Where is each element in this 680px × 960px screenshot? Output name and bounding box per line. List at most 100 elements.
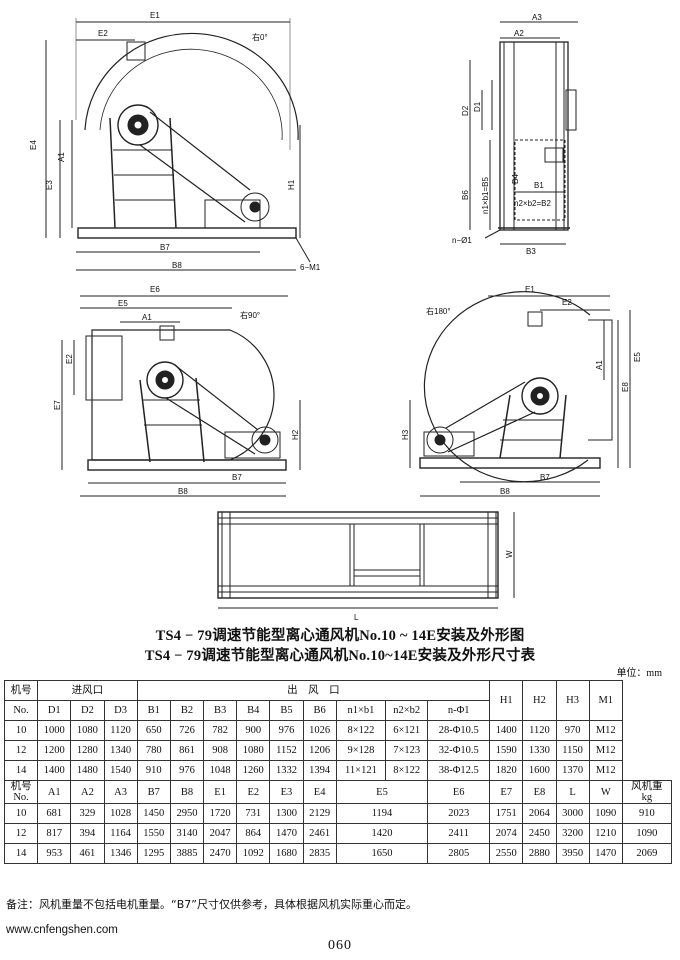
table-cell: 10 xyxy=(3,720,39,741)
label-e3: E3 xyxy=(45,180,54,190)
header-cell: B8 xyxy=(169,780,205,804)
table-cell: 782 xyxy=(203,720,238,741)
label-b7-v1: B7 xyxy=(160,243,170,252)
table-cell: 910 xyxy=(136,760,171,781)
installation-drawings: E1 E2 右0° E4 E3 A1 H1 B7 B8 6−M1 A3 A2 D… xyxy=(29,11,642,620)
label-orient-0: 右0° xyxy=(252,32,268,42)
label-l: L xyxy=(354,613,359,620)
label-e7: E7 xyxy=(53,400,62,410)
header-cell: n2×b2 xyxy=(385,700,429,721)
label-h1: H1 xyxy=(287,179,296,190)
table-cell: 14 xyxy=(3,843,39,864)
header-cell: A2 xyxy=(70,780,105,804)
header-cell: H3 xyxy=(555,680,590,721)
header-cell: 进风口 xyxy=(37,680,138,701)
header-cell: L xyxy=(555,780,590,804)
table-cell: 1295 xyxy=(136,843,171,864)
label-n1b1: n1×b1=B5 xyxy=(481,177,490,214)
table-cell: 1470 xyxy=(588,843,623,864)
label-orient-90: 右90° xyxy=(240,310,260,320)
header-cell: B4 xyxy=(236,700,271,721)
table-cell: 3885 xyxy=(169,843,205,864)
table-cell: 2835 xyxy=(302,843,337,864)
label-a1-v1: A1 xyxy=(57,152,66,162)
header-cell: 风机重 kg xyxy=(621,780,673,804)
dimension-table: 机号 进风口 出 风 口 H1 H2 H3 M1 No. D1 D2 D3 B1… xyxy=(3,680,673,864)
table-cell: 2805 xyxy=(427,843,491,864)
label-e5-v3: E5 xyxy=(118,299,128,308)
table-cell: 1210 xyxy=(588,823,623,844)
header-cell: B5 xyxy=(269,700,304,721)
table-cell: 1820 xyxy=(489,760,524,781)
table-cell: 1600 xyxy=(522,760,557,781)
label-e6: E6 xyxy=(150,285,160,294)
table-cell: 3140 xyxy=(169,823,205,844)
table-cell: 1152 xyxy=(269,740,304,761)
header-cell: E1 xyxy=(203,780,238,804)
header-cell: E6 xyxy=(427,780,491,804)
header-cell: M1 xyxy=(588,680,623,721)
table-cell: 2470 xyxy=(203,843,238,864)
table-cell: 1080 xyxy=(70,720,105,741)
label-b7-v3: B7 xyxy=(232,473,242,482)
table-cell: 394 xyxy=(70,823,105,844)
table-cell: 12 xyxy=(3,740,39,761)
header-kg: kg xyxy=(641,792,653,803)
table-cell: 780 xyxy=(136,740,171,761)
table-cell: 8×122 xyxy=(335,720,387,741)
table-cell: 1400 xyxy=(489,720,524,741)
table-cell: 1206 xyxy=(302,740,337,761)
label-a1-v3: A1 xyxy=(142,313,152,322)
table-cell: 12 xyxy=(3,823,39,844)
table-cell: 1090 xyxy=(588,803,623,824)
table-title: TS4 − 79调速节能型离心通风机No.10~14E安装及外形尺寸表 xyxy=(144,648,536,664)
header-cell: H2 xyxy=(522,680,557,721)
label-e4: E4 xyxy=(29,140,38,150)
table-cell: 38-Φ12.5 xyxy=(427,760,491,781)
table-cell: 2950 xyxy=(169,803,205,824)
table-cell: 1092 xyxy=(236,843,271,864)
table-cell: 2023 xyxy=(427,803,491,824)
label-b7-v4: B7 xyxy=(540,473,550,482)
table-cell: 1751 xyxy=(489,803,524,824)
table-cell: 1150 xyxy=(555,740,590,761)
table-cell: 2064 xyxy=(522,803,557,824)
header-weight: 风机重 xyxy=(631,781,663,792)
table-cell: 1000 xyxy=(37,720,72,741)
unit-label: 单位：mm xyxy=(616,668,662,679)
table-cell: 2450 xyxy=(522,823,557,844)
header-cell: H1 xyxy=(489,680,524,721)
table-cell: 1680 xyxy=(269,843,304,864)
table-cell: 14 xyxy=(3,760,39,781)
header-cell: A3 xyxy=(103,780,138,804)
header-cell: E8 xyxy=(522,780,557,804)
table-cell: 976 xyxy=(169,760,205,781)
table-cell: 1480 xyxy=(70,760,105,781)
table-cell: 3000 xyxy=(555,803,590,824)
table-cell: 1400 xyxy=(37,760,72,781)
label-e1-v4: E1 xyxy=(525,285,535,294)
base-frame xyxy=(217,511,515,609)
table-cell: 2550 xyxy=(489,843,524,864)
header-cell: No. xyxy=(3,700,39,721)
header-cell: B6 xyxy=(302,700,337,721)
table-cell: 1394 xyxy=(302,760,337,781)
label-e5-v4: E5 xyxy=(633,352,642,362)
table-cell: 1420 xyxy=(335,823,429,844)
table-cell: 1370 xyxy=(555,760,590,781)
table-header-row: 机号 进风口 出 风 口 H1 H2 H3 M1 xyxy=(3,680,672,721)
table-cell: 1720 xyxy=(203,803,238,824)
table-cell: 3200 xyxy=(555,823,590,844)
header-cell: E3 xyxy=(269,780,304,804)
label-b8-v3: B8 xyxy=(178,487,188,496)
header-cell: E7 xyxy=(489,780,524,804)
drawing-title: TS4 − 79调速节能型离心通风机No.10 ~ 14E安装及外形图 xyxy=(155,628,525,644)
table-cell: 1028 xyxy=(103,803,138,824)
table-cell: 2461 xyxy=(302,823,337,844)
header-cell: D3 xyxy=(103,700,138,721)
website-url: www.cnfengshen.com xyxy=(6,924,118,936)
table-cell: 1300 xyxy=(269,803,304,824)
label-a2: A2 xyxy=(514,29,524,38)
label-d1: D1 xyxy=(473,101,482,112)
